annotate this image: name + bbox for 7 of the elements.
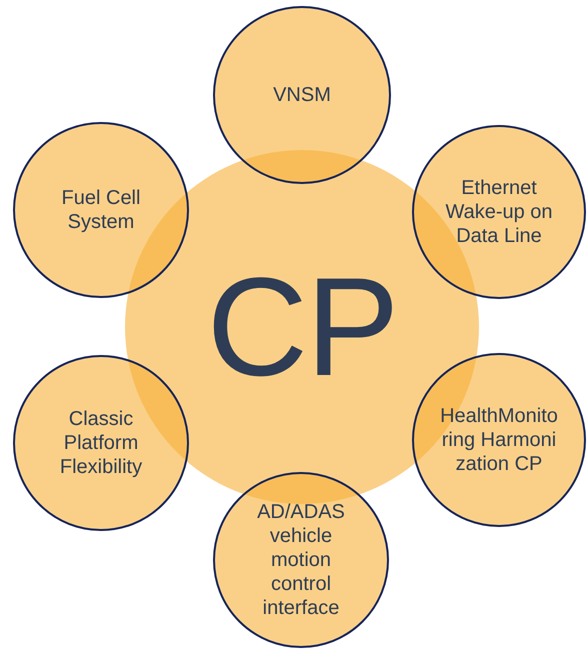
topic-label: VNSM [272,83,332,107]
topic-label: HealthMonitoring Harmonization CP [439,404,559,476]
topic-label: Classic Platform Flexibility [58,407,144,479]
topic-label: AD/ADAS vehicle motion control interface [256,500,346,620]
topic-label: Ethernet Wake-up on Data Line [444,176,554,248]
topic-label: Fuel Cell System [60,186,142,234]
center-title: CP [206,247,398,407]
